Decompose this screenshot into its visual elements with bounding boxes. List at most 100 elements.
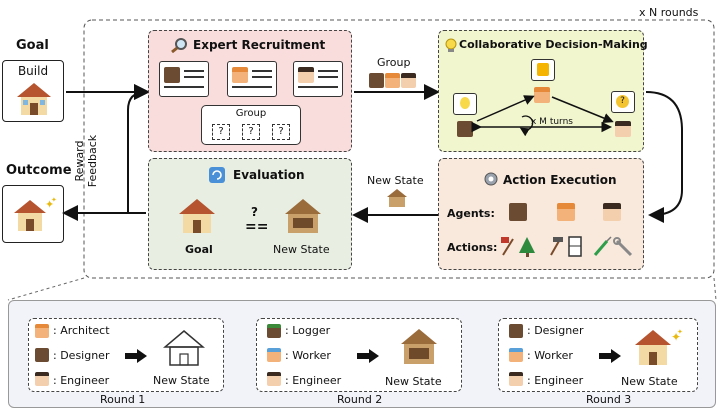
- hammer-icon: [550, 237, 563, 256]
- outcome-title: Outcome: [6, 163, 72, 178]
- magnifier-icon: [171, 38, 187, 53]
- thinking-face-icon: ?: [616, 95, 629, 108]
- r1-caption: Round 1: [100, 393, 146, 406]
- group-orange-avatar: [385, 73, 400, 88]
- tree-icon: [519, 237, 535, 257]
- thumbs-up-icon: [537, 63, 549, 76]
- new-state-mini-icon: [387, 189, 407, 207]
- r1-role-2: : Designer: [53, 349, 110, 362]
- decision-dark-agent: [457, 121, 473, 137]
- lightbulb-icon: [445, 38, 457, 52]
- r3-role-1: : Designer: [527, 324, 584, 337]
- r3-role-2: : Worker: [527, 349, 573, 362]
- confused-bubble: ?: [611, 91, 635, 113]
- eval-question-mark: ?: [251, 205, 258, 219]
- house-icon: [17, 83, 51, 115]
- action-title: Action Execution: [503, 173, 617, 187]
- thumbs-up-bubble: [531, 59, 555, 81]
- r2-house-partial-icon: [401, 329, 437, 364]
- evaluation-title: Evaluation: [233, 168, 305, 182]
- group-box: Group ? ? ?: [201, 105, 301, 145]
- r3-state-label: New State: [621, 375, 678, 388]
- action-light-agent: [603, 203, 621, 221]
- r2-engineer-avatar: [267, 372, 281, 386]
- svg-text:✦: ✦: [45, 198, 54, 211]
- group-arrow-label: Group: [377, 56, 411, 69]
- light-agent-avatar: [298, 67, 314, 83]
- decision-to-action-arrow: [645, 91, 683, 223]
- r2-worker-avatar: [267, 348, 281, 362]
- unknown-slot-3: ?: [272, 124, 290, 140]
- action-execution-panel: Action Execution Agents: Actions:: [438, 158, 644, 270]
- round3-box: : Designer : Worker : Engineer ✦ ✦ New S…: [498, 318, 698, 392]
- r3-caption: Round 3: [586, 393, 632, 406]
- eval-equals-operator: ==: [245, 219, 269, 235]
- svg-text:✦: ✦: [51, 196, 57, 204]
- rounds-label: x N rounds: [639, 6, 699, 19]
- goal-title: Goal: [16, 38, 49, 53]
- new-state-arrow-label: New State: [367, 174, 424, 187]
- refresh-icon: [209, 167, 225, 183]
- outcome-box: ✦ ✦: [2, 185, 64, 243]
- profile-card-3: [293, 61, 343, 97]
- screwdriver-icon: [593, 236, 612, 256]
- idea-lightbulb-icon: [460, 97, 470, 109]
- r3-sparkling-house-icon: ✦ ✦: [635, 328, 683, 365]
- r3-role-3: : Engineer: [527, 374, 584, 387]
- wrench-icon: [613, 237, 633, 257]
- unknown-slot-2: ?: [242, 124, 260, 140]
- r2-arrow: [357, 349, 379, 363]
- r1-arrow: [125, 349, 147, 363]
- r1-architect-avatar: [35, 324, 49, 338]
- r1-designer-avatar: [35, 348, 49, 362]
- decision-arrows: [471, 95, 614, 137]
- idea-bubble: [453, 93, 477, 115]
- actions-label: Actions:: [447, 241, 498, 254]
- action-dark-agent: [509, 203, 527, 221]
- group-dark-avatar: [369, 73, 384, 88]
- r2-state-label: New State: [385, 375, 442, 388]
- r3-designer-avatar: [509, 324, 523, 338]
- sparkling-house-icon: ✦ ✦: [14, 196, 57, 231]
- decision-making-panel: Collaborative Decision-Making ? x M turn…: [438, 30, 648, 152]
- group-box-label: Group: [235, 108, 267, 119]
- round1-box: : Architect : Designer : Engineer New St…: [28, 318, 224, 392]
- profile-card-1: [159, 61, 209, 97]
- new-state-house-icon: [285, 199, 321, 233]
- gear-icon: [484, 172, 498, 186]
- recruitment-title: Expert Recruitment: [193, 38, 326, 52]
- goal-box: Build: [2, 60, 64, 122]
- r1-role-1: : Architect: [53, 324, 110, 337]
- axe-icon: [501, 237, 514, 256]
- r3-worker-avatar: [509, 348, 523, 362]
- orange-agent-avatar: [232, 67, 248, 83]
- r1-state-label: New State: [153, 374, 210, 387]
- r1-role-3: : Engineer: [53, 374, 110, 387]
- agents-label: Agents:: [447, 207, 495, 220]
- r2-role-3: : Engineer: [285, 374, 342, 387]
- dark-agent-avatar: [164, 67, 180, 83]
- r2-caption: Round 2: [337, 393, 383, 406]
- svg-text:✦: ✦: [677, 328, 683, 336]
- r1-house-outline-icon: [163, 330, 205, 366]
- unknown-slot-1: ?: [212, 124, 230, 140]
- eval-goal-label: Goal: [185, 243, 213, 256]
- reward-feedback-label: Reward Feedback: [73, 134, 99, 188]
- decision-light-agent: [615, 121, 631, 137]
- action-tools: [501, 236, 633, 257]
- door-icon: [568, 236, 582, 257]
- group-light-avatar: [401, 73, 416, 88]
- feedback-loop-arrow: [127, 84, 150, 213]
- round2-box: : Logger : Worker : Engineer New State: [256, 318, 462, 392]
- r2-role-2: : Worker: [285, 349, 331, 362]
- svg-text:✦: ✦: [671, 330, 681, 344]
- evaluation-panel: Evaluation Goal ? == New State: [148, 158, 352, 270]
- decision-orange-agent: [534, 87, 550, 103]
- turns-label: x M turns: [531, 117, 573, 127]
- goal-box-text: Build: [17, 64, 49, 78]
- r3-engineer-avatar: [509, 372, 523, 386]
- decision-title: Collaborative Decision-Making: [459, 38, 648, 51]
- r3-arrow: [599, 349, 621, 363]
- goal-house-icon: [179, 199, 215, 233]
- expert-recruitment-panel: Expert Recruitment Group ? ? ?: [148, 30, 352, 152]
